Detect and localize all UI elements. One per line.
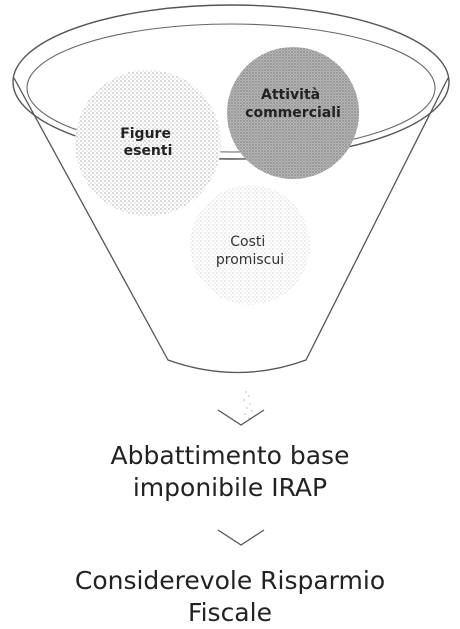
funnel-body [13,77,449,374]
result-risparmio-fiscale: Considerevole Risparmio Fiscale [0,565,460,629]
costi-promiscui-label: Costi promiscui [216,234,284,268]
figure-esenti-circle [75,70,221,216]
attivita-commerciali-label: Attività commerciali [245,87,341,121]
result-line: Abbattimento base [110,441,350,470]
figure-esenti-label: Figure esenti [120,126,176,159]
result-line: imponibile IRAP [132,473,328,502]
funnel-rim-inner [26,23,436,153]
result-line: Fiscale [188,598,272,627]
funnel-stream [243,391,253,419]
costi-promiscui-circle [190,185,310,305]
funnel-rim-outer [12,4,450,160]
chevron-down-icon [217,529,265,546]
attivita-commerciali-circle [227,47,359,179]
chevron-down-icon [217,409,265,426]
result-line: Considerevole Risparmio [74,566,386,595]
result-abbattimento-base: Abbattimento base imponibile IRAP [0,440,460,504]
